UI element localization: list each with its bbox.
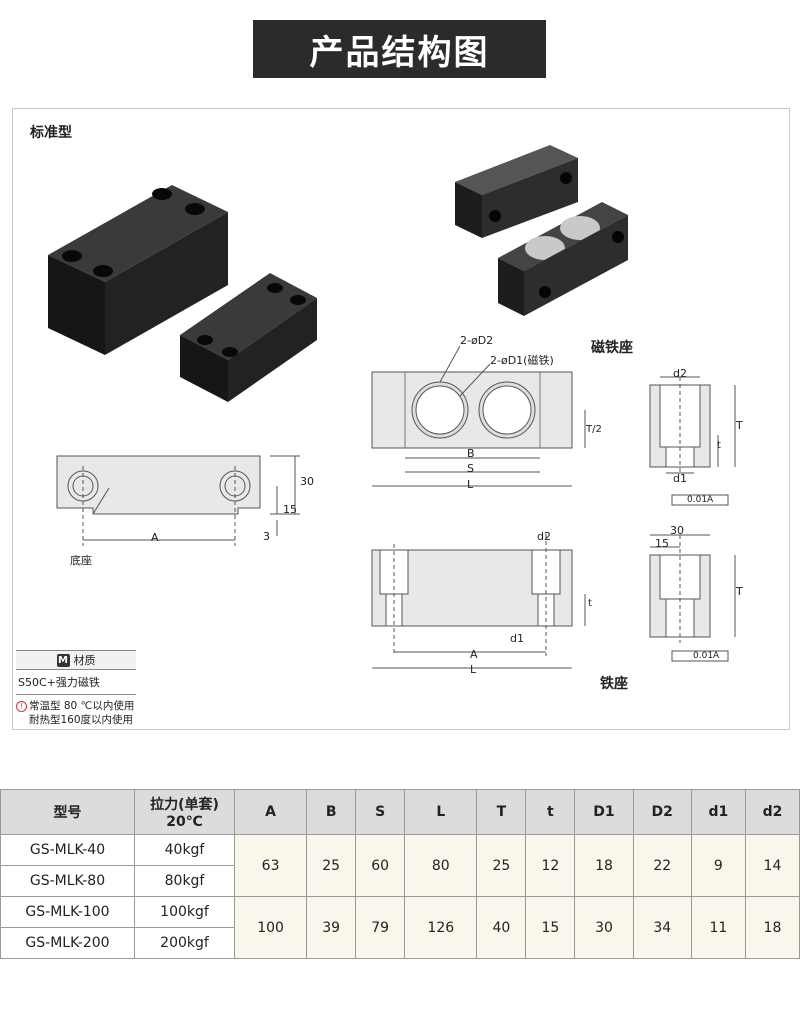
standard-type-label: 标准型 — [30, 125, 72, 141]
force-cell: 80kgf — [134, 865, 235, 897]
iron-flatness-value: 0.01 — [693, 651, 714, 661]
dim-t-half-label: T/2 — [586, 424, 602, 435]
model-cell: GS-MLK-200 — [0, 927, 135, 959]
material-notes: !常温型 80 ℃以内使用 耐热型160度以内使用 — [16, 699, 136, 727]
base-side-drawing — [56, 455, 300, 546]
force-cell: 100kgf — [134, 896, 235, 928]
material-note-1: 常温型 80 ℃以内使用 — [29, 700, 135, 712]
dim-small-t-label: t — [717, 440, 721, 451]
dim-30-label: 30 — [300, 475, 314, 488]
product-photo-left — [48, 185, 317, 402]
force-cell: 200kgf — [134, 927, 235, 959]
iron-dim-15-label: 15 — [655, 537, 669, 550]
d2-callout: 2-øD2 — [460, 334, 494, 347]
dim-s-label: S — [467, 462, 474, 475]
iron-datum-label: A — [713, 651, 720, 661]
iron-dim-a-label: A — [470, 648, 478, 661]
iron-dim-l-label: L — [470, 663, 477, 676]
header-a: A — [233, 789, 308, 835]
dim-b-label: B — [467, 447, 475, 460]
magnet-base-top-view — [371, 345, 586, 487]
material-header-label: 材质 — [73, 654, 96, 667]
table-row: GS-MLK-200 200kgf — [0, 927, 800, 959]
material-header: M 材质 — [16, 650, 136, 670]
magnet-base-label: 磁铁座 — [591, 340, 633, 356]
page-title: 产品结构图 — [253, 20, 546, 78]
value-cell: 11 — [690, 896, 746, 959]
material-box: M 材质 S50C+强力磁铁 !常温型 80 ℃以内使用 耐热型160度以内使用 — [16, 650, 136, 727]
table-row: GS-MLK-80 80kgf — [0, 865, 800, 897]
bottom-base-label: 底座 — [70, 554, 92, 567]
table-row: GS-MLK-40 40kgf 63 25 60 80 25 12 18 22 … — [0, 834, 800, 897]
header-d2-small: d2 — [744, 789, 800, 835]
dim-d2-label: d2 — [673, 367, 687, 380]
d1-callout: 2-øD1(磁铁) — [490, 354, 554, 367]
value-cell: 100 — [233, 896, 308, 959]
value-cell: 39 — [306, 896, 357, 959]
value-cell: 80 — [404, 834, 478, 897]
material-note-2: 耐热型160度以内使用 — [29, 714, 134, 726]
datum-label: A — [707, 495, 714, 505]
value-cell: 25 — [476, 834, 527, 897]
model-cell: GS-MLK-40 — [0, 834, 135, 866]
iron-dim-30-label: 30 — [670, 524, 684, 537]
value-cell: 9 — [690, 834, 746, 897]
header-force: 拉力(单套)20℃ — [134, 789, 235, 835]
warning-icon: ! — [16, 701, 27, 712]
material-icon: M — [56, 653, 70, 667]
flatness-value: 0.01 — [687, 495, 708, 505]
value-cell: 79 — [355, 896, 406, 959]
value-cell: 12 — [525, 834, 576, 897]
table-row: GS-MLK-100 100kgf 100 39 79 126 40 15 30… — [0, 896, 800, 959]
force-cell: 40kgf — [134, 834, 235, 866]
iron-dim-d2-label: d2 — [537, 530, 551, 543]
product-photo-right — [455, 145, 628, 316]
model-cell: GS-MLK-80 — [0, 865, 135, 897]
iron-dim-t-label: t — [588, 598, 592, 609]
value-cell: 63 — [233, 834, 308, 897]
value-cell: 34 — [632, 896, 692, 959]
value-cell: 40 — [476, 896, 527, 959]
value-cell: 25 — [306, 834, 357, 897]
dim-15-label: 15 — [283, 503, 297, 516]
model-cell: GS-MLK-100 — [0, 896, 135, 928]
header-model: 型号 — [0, 789, 135, 835]
value-cell: 30 — [574, 896, 634, 959]
header-d1-big: D1 — [574, 789, 634, 835]
header-t-small: t — [525, 789, 576, 835]
value-cell: 18 — [574, 834, 634, 897]
header-l: L — [404, 789, 478, 835]
table-header-row: 型号 拉力(单套)20℃ A B S L T t D1 D2 d1 d2 — [0, 789, 800, 835]
value-cell: 126 — [404, 896, 478, 959]
value-cell: 18 — [744, 896, 800, 959]
dim-l-label: L — [467, 478, 474, 491]
header-d2-big: D2 — [632, 789, 692, 835]
dim-3-label: 3 — [263, 530, 270, 543]
spec-table: 型号 拉力(单套)20℃ A B S L T t D1 D2 d1 d2 GS-… — [0, 789, 800, 959]
value-cell: 14 — [744, 834, 800, 897]
value-cell: 15 — [525, 896, 576, 959]
dim-a-label: A — [151, 531, 159, 544]
header-t-big: T — [476, 789, 527, 835]
iron-dim-d1-label: d1 — [510, 632, 524, 645]
magnet-base-side-view — [649, 376, 736, 506]
header-d1-small: d1 — [690, 789, 746, 835]
iron-dim-t-big-label: T — [736, 585, 743, 598]
iron-base-front-view — [371, 534, 586, 669]
header-b: B — [306, 789, 357, 835]
dim-d1-label: d1 — [673, 472, 687, 485]
dim-t-label: T — [736, 419, 743, 432]
header-s: S — [355, 789, 406, 835]
value-cell: 22 — [632, 834, 692, 897]
value-cell: 60 — [355, 834, 406, 897]
iron-base-label: 铁座 — [600, 676, 628, 692]
iron-base-side-view — [649, 534, 736, 662]
material-value: S50C+强力磁铁 — [16, 670, 136, 695]
